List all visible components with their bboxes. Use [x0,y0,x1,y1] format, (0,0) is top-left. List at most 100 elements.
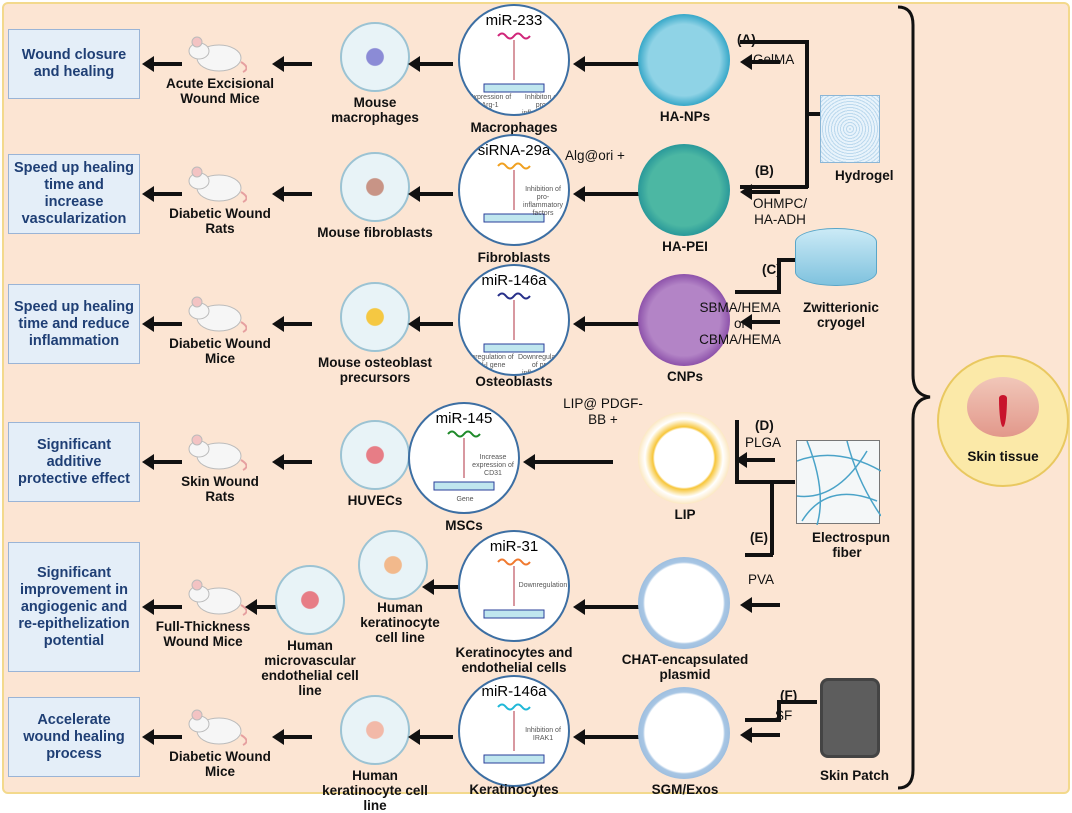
outcome-box: Accelerate wound healing process [8,697,140,777]
carrier-label: LIP [674,507,696,522]
nanocarrier-icon [638,687,730,779]
animal-model-label: Full-Thickness Wound Mice [155,619,251,649]
connector [740,185,808,189]
target-cell-label: MSCs [445,518,483,533]
arrow [573,599,643,615]
petri-dish-icon [340,152,410,222]
label-f: (F) [780,688,798,703]
mouse-icon [185,432,248,472]
arrow [142,454,182,470]
arrow [740,314,780,330]
carrier-label: CHAT-encapsulated plasmid [621,652,749,682]
petri-dish-icon [340,695,410,765]
mechanism-note: Gene [456,496,474,503]
mechanism-note: Increase expression of CD31 [472,454,514,477]
rna-wave-icon [460,30,568,103]
rna-wave-icon [460,290,568,363]
label-c: (C) [762,262,781,277]
petri-dish-icon [340,22,410,92]
skin-patch-icon [820,678,880,758]
arrow [573,316,643,332]
arrow [408,316,453,332]
connector [777,700,817,704]
animal-model-label: Skin Wound Rats [181,474,259,504]
arrow [573,56,643,72]
carrier-label: HA-NPs [659,109,711,124]
cryogel-label: Zwitterionic cryogel [803,300,879,330]
animal-model-label: Diabetic Wound Mice [169,749,271,779]
arrow [272,454,312,470]
cell-line-label: Human keratinocyte cell line [360,600,440,645]
label-b: (B) [755,163,774,178]
cell-line-label: HUVECs [347,493,403,508]
connector [777,258,781,294]
connector [777,700,781,722]
arrow [142,729,182,745]
label-e: (E) [750,530,768,545]
arrow [573,186,643,202]
connector [805,112,825,116]
arrow [408,729,453,745]
arrow [272,56,312,72]
cell-line-label: Mouse osteoblast precursors [317,355,433,385]
cell-line-label: Human microvascular endothelial cell lin… [261,638,359,698]
nanocarrier-icon [638,557,730,649]
nanocarrier-icon [638,274,730,366]
petri-dish-icon [275,565,345,635]
arrow [272,316,312,332]
mouse-icon [185,577,248,617]
rna-name: miR-233 [485,12,543,29]
rna-name: miR-146a [481,272,547,289]
outcome-box: Speed up healing time and reduce inflamm… [8,284,140,364]
arrow [740,54,780,70]
arrow [735,452,775,468]
electrospun-fiber-icon [796,440,882,526]
connector [740,40,808,44]
outcome-box: Wound closure and healing [8,29,140,99]
arrow [740,727,780,743]
arrow [142,316,182,332]
mouse-icon [185,34,248,74]
arrow [245,599,285,615]
carrier-label: HA-PEI [662,239,708,254]
mechanism-note: Inhibiton of pro-inflammatory markers [521,94,563,116]
nanocarrier-icon [638,14,730,106]
rna-name: siRNA-29a [477,142,551,159]
petri-dish-icon [340,282,410,352]
outcome-box: Significant additive protective effect [8,422,140,502]
arrow [272,729,312,745]
pva-label: PVA [748,572,775,587]
label-d: (D) [755,418,774,433]
connector [745,553,773,557]
arrow [740,597,780,613]
arrow [422,579,467,595]
connector [735,420,739,482]
diagram-frame [2,2,1070,794]
cell-line-label: Human keratinocyte cell line [322,768,428,813]
mechanism-note: Upregulation of col-I gene [466,354,514,369]
animal-model-label: Diabetic Wound Mice [169,336,271,366]
cell-line-label: Mouse macrophages [331,95,419,125]
arrow [272,186,312,202]
arrow [740,184,780,200]
carrier-label: CNPs [666,369,703,384]
plga-label: PLGA [745,435,782,450]
lip-pdgf-label: LIP@ PDGF-BB + [563,396,643,427]
patch-label: Skin Patch [820,768,890,783]
arrow [142,186,182,202]
sbma-label: SBMA/HEMA or CBMA/HEMA [699,300,781,347]
skin-tissue-node: Skin tissue [937,355,1069,487]
rna-wave-icon [460,160,568,233]
petri-dish-icon [358,530,428,600]
mouse-icon [185,164,248,204]
outcome-box: Significant improvement in angiogenic an… [8,542,140,672]
cryogel-icon [795,228,877,286]
arrow [523,454,613,470]
connector [735,480,795,484]
